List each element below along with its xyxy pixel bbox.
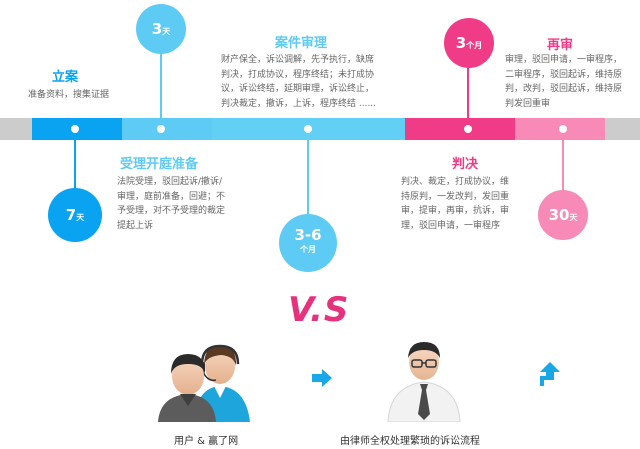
desc-line: 法院受理，驳回起诉/撤诉/ (117, 177, 223, 187)
desc-line: 议，诉讼终结，延期审理，诉讼终止， (221, 84, 375, 94)
desc-line: 持原判，一发改判，发回重 (401, 191, 510, 202)
stage-title-zaishen: 再审 (547, 38, 574, 53)
stem-3-6months (307, 140, 309, 218)
stage-desc-shouli: 法院受理，驳回起诉/撤诉/ 审理，庭前准备，回避；不 予受理，对不予受理的裁定 … (117, 175, 225, 233)
stage-title-li-an: 立案 (52, 70, 79, 85)
timeline-dot-2 (157, 125, 165, 133)
stem-3days (160, 52, 162, 118)
stem-7days (74, 140, 76, 190)
duration-unit: 天 (162, 27, 171, 36)
duration-circle-3months: 3个月 (444, 18, 494, 68)
duration-number: 3-6 (294, 226, 322, 244)
stage-desc-panjue: 判决、裁定，打成协议，维 持原判，一发改判，发回重 审，提审，再审，抗诉，审 理… (401, 175, 509, 233)
duration-number: 3 (455, 34, 467, 52)
user-avatars (158, 336, 258, 422)
stage-desc-li-an: 准备资料，搜集证据 (28, 90, 110, 100)
duration-number: 30 (548, 206, 570, 224)
bottom-left-label: 用户 & 赢了网 (174, 436, 239, 447)
timeline-dot-4 (464, 125, 472, 133)
stage-desc-shenli: 财产保全，诉讼调解，先予执行，缺席 判决，打成协议，程序终结；未打成协 议，诉讼… (221, 53, 376, 111)
desc-line: 判决，打成协议，程序终结；未打成协 (221, 69, 375, 80)
duration-circle-3days: 3天 (136, 4, 186, 54)
desc-line: 提起上诉 (117, 220, 154, 231)
duration-number: 3 (151, 20, 163, 38)
stage-title-shenli: 案件审理 (275, 36, 328, 51)
desc-line: 判，改判，驳回起诉，维持原 (505, 84, 623, 94)
arrow-right-icon (312, 369, 332, 387)
vs-text: V.S (288, 290, 350, 330)
duration-circle-30days: 30天 (538, 190, 588, 240)
timeline-gray-right (605, 118, 640, 140)
desc-line: 判决裁定，撤诉，上诉，程序终结 ...... (221, 98, 377, 109)
desc-line: 判决、裁定，打成协议，维 (401, 177, 510, 187)
duration-unit: 天 (569, 213, 578, 222)
stem-3months (467, 52, 469, 118)
user-group-icon (158, 344, 250, 422)
timeline-gray-left (0, 118, 32, 140)
duration-circle-7days: 7天 (48, 188, 102, 242)
stage-desc-zaishen: 审理，驳回申请，一审程序， 二审程序，驳回起诉，维持原 判，改判，驳回起诉，维持… (505, 53, 622, 111)
timeline-dot-1 (71, 125, 79, 133)
lawyer-avatar (384, 336, 464, 422)
bottom-right-label: 由律师全权处理繁琐的诉讼流程 (340, 436, 480, 447)
desc-line: 审理，庭前准备，回避；不 (117, 191, 226, 202)
desc-line: 予受理，对不予受理的裁定 (117, 206, 226, 216)
desc-line: 二审程序，驳回起诉，维持原 (505, 69, 623, 80)
timeline-seg-pink-dark (405, 118, 515, 140)
timeline-dot-5 (559, 125, 567, 133)
duration-unit: 个月 (466, 41, 483, 50)
lawyer-icon (387, 342, 461, 422)
duration-unit: 天 (76, 213, 85, 222)
stage-title-shouli: 受理开庭准备 (120, 157, 199, 172)
arrow-up-icon (540, 362, 560, 386)
duration-unit: 个月 (300, 245, 316, 254)
timeline-seg-blue-light (122, 118, 212, 140)
duration-number: 7 (65, 206, 77, 224)
desc-line: 财产保全，诉讼调解，先予执行，缺席 (221, 55, 375, 65)
desc-line: 理，驳回申请，一审程序 (401, 220, 501, 231)
duration-circle-3-6months: 3-6 个月 (279, 214, 337, 272)
stem-30days (562, 140, 564, 190)
timeline-dot-3 (304, 125, 312, 133)
desc-line: 判发回重审 (505, 98, 551, 109)
desc-line: 审理，驳回申请，一审程序， (505, 55, 623, 65)
desc-line: 审，提审，再审，抗诉，审 (401, 206, 510, 216)
stage-title-panjue: 判决 (452, 157, 479, 172)
